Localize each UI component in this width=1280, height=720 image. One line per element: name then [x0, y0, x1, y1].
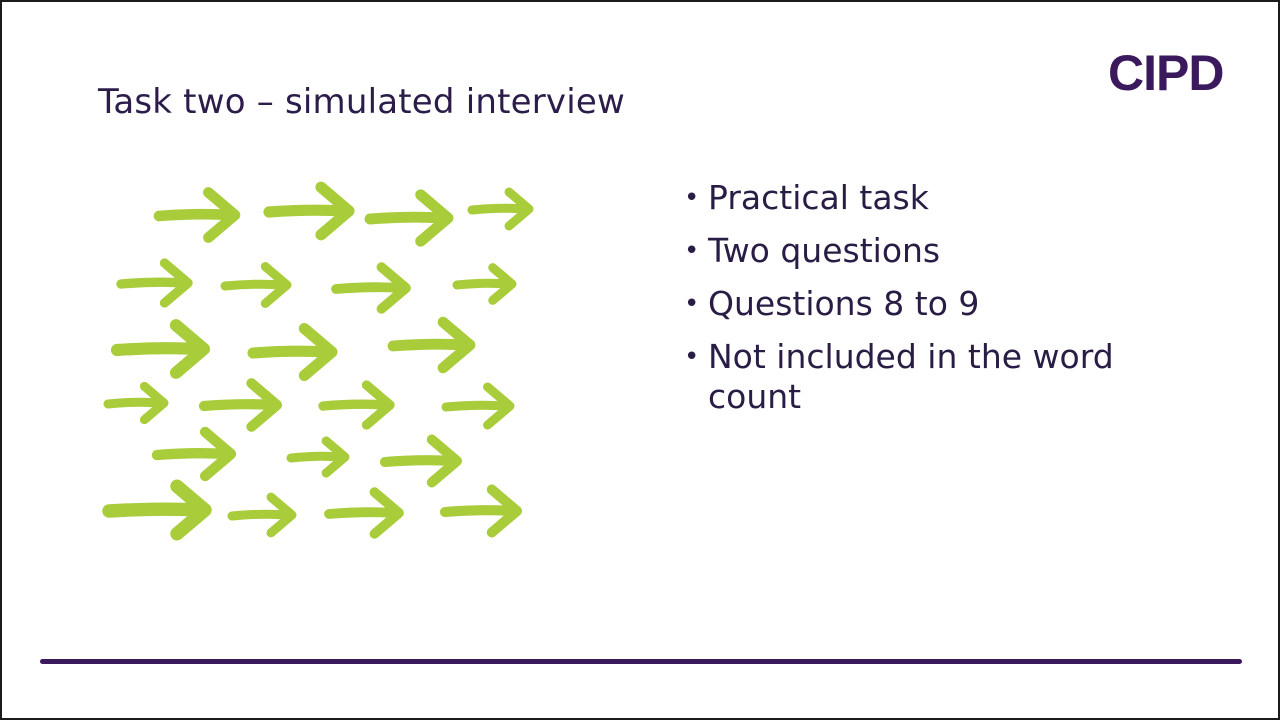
arrow-right-icon — [379, 434, 463, 488]
bullet-item: Not included in the word count — [684, 337, 1154, 417]
arrow-right-icon — [452, 263, 517, 305]
arrow-right-icon — [227, 492, 297, 538]
arrow-right-icon — [263, 181, 355, 241]
arrow-right-icon — [324, 487, 404, 539]
bullet-item: Practical task — [684, 178, 1154, 218]
bottom-rule — [40, 659, 1242, 664]
arrow-right-icon — [387, 316, 476, 374]
cipd-logo: CIPD — [1108, 45, 1224, 101]
arrow-right-icon — [441, 382, 515, 430]
bullet-item: Questions 8 to 9 — [684, 284, 1154, 324]
arrow-right-icon — [116, 258, 193, 308]
arrow-right-icon — [247, 322, 338, 382]
arrow-right-icon — [467, 187, 534, 231]
arrow-right-icon — [364, 189, 454, 247]
arrow-right-icon — [153, 187, 241, 243]
arrow-right-icon — [198, 378, 283, 432]
arrow-right-icon — [318, 380, 395, 430]
arrow-right-icon — [110, 319, 211, 379]
bullet-item: Two questions — [684, 231, 1154, 271]
arrow-right-icon — [151, 426, 237, 482]
bullet-list: Practical task Two questions Questions 8… — [684, 178, 1154, 430]
arrow-right-icon — [286, 436, 350, 478]
arrow-right-icon — [220, 262, 292, 308]
slide-title: Task two – simulated interview — [98, 82, 626, 122]
arrow-right-icon — [102, 479, 212, 541]
arrow-right-icon — [103, 381, 169, 425]
arrow-right-icon — [331, 262, 411, 314]
arrow-right-icon — [439, 484, 523, 538]
